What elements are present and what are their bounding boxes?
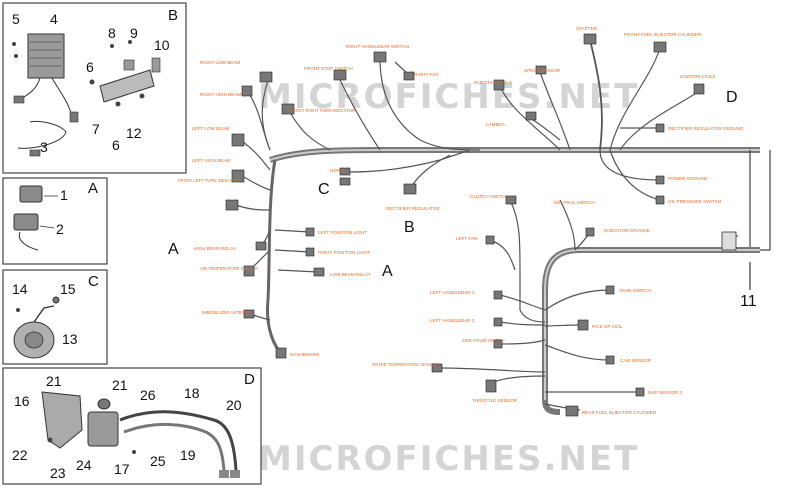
label-pick-up-coil: PICK UP COIL: [592, 324, 623, 329]
label-injector-coils: INJECTOR COILS: [474, 80, 512, 85]
panel-d: D 21 16 21 26 18 20 22 23 24 17 25 19: [2, 367, 262, 485]
main-letter-b: B: [404, 219, 415, 236]
part-26: 26: [140, 387, 156, 403]
panel-c-letter: C: [88, 273, 99, 290]
panel-c: C 14 15 13: [2, 269, 108, 365]
part-4: 4: [50, 11, 58, 27]
connector-labels: RIGHT LOW BEAM RIGHT HIGH BEAM FRONT RIG…: [178, 26, 744, 415]
part-13: 13: [62, 331, 78, 347]
part-8: 8: [108, 25, 116, 41]
part-6b: 6: [112, 137, 120, 153]
watermark-bottom: MICROFICHES.NET: [258, 439, 639, 479]
label-map-sensor-2: MAP SENSOR 2: [648, 390, 683, 395]
label-air-temp-sensor: AIR TEMPERATURE SENSOR: [200, 266, 258, 271]
connectors: [225, 33, 705, 417]
label-right-high-beam: RIGHT HIGH BEAM: [200, 92, 241, 97]
part-14: 14: [12, 281, 28, 297]
part-11-label: 11: [740, 293, 757, 310]
part-21b: 21: [112, 377, 128, 393]
label-right-position-light: RIGHT POSITION LIGHT: [318, 250, 370, 255]
label-right-handlebar-switch: RIGHT HANDLEBAR SWITCH: [346, 44, 409, 49]
part-18: 18: [184, 385, 200, 401]
part-9: 9: [130, 25, 138, 41]
part-10: 10: [154, 37, 170, 53]
label-lambda: LAMBDA: [486, 122, 506, 127]
label-left-handlebar-1: LEFT HANDLEBAR 1: [430, 290, 475, 295]
part-19: 19: [180, 447, 196, 463]
part-2: 2: [56, 221, 64, 237]
label-neutral-switch: NEUTRAL SWITCH: [554, 200, 595, 205]
watermark-top: MICROFICHES.NET: [258, 77, 639, 117]
label-water-temp: WATER TEMPERATURE SENSOR: [372, 362, 438, 367]
label-power-ground: POWER GROUND: [668, 176, 708, 181]
label-immobilizer: IMMOBILIZER ANTENNA: [202, 310, 250, 315]
regulator-part: [27, 33, 65, 79]
label-dashboard: DASHBOARD: [290, 352, 320, 357]
label-front-left-turn: FRONT LEFT TURN INDICATOR: [178, 178, 240, 183]
panel-b-letter: B: [168, 7, 178, 24]
panel-a-letter: A: [88, 180, 98, 197]
label-left-fan: LEFT FAN: [456, 236, 477, 241]
label-throttle-sensor: THROTTLE SENSOR: [472, 398, 518, 403]
part-21a: 21: [46, 373, 62, 389]
label-main-switch: MAIN SWITCH: [620, 288, 651, 293]
part-1: 1: [60, 187, 68, 203]
panel-b: B 5 4 8 9 10 6 7 6 12 3: [2, 2, 187, 174]
label-horn: HORN: [330, 168, 344, 173]
label-ignition-coils: IGNITION COILS: [680, 74, 715, 79]
label-oil-pressure: OIL PRESSURE SWITCH: [668, 199, 721, 204]
part-3: 3: [40, 139, 48, 155]
main-letter-a2: A: [382, 263, 393, 280]
label-cam-sensor: CAM SENSOR: [620, 358, 652, 363]
label-left-low-beam: LEFT LOW BEAM: [192, 126, 229, 131]
label-injection-ground: INJECTION GROUND: [604, 228, 651, 233]
part-7: 7: [92, 121, 100, 137]
part-24: 24: [76, 457, 92, 473]
part-5: 5: [12, 11, 20, 27]
part-23: 23: [50, 465, 66, 481]
label-left-high-beam: LEFT HIGH BEAM: [192, 158, 230, 163]
label-left-position-light: LEFT POSITION LIGHT: [318, 230, 367, 235]
main-letter-d: D: [726, 89, 738, 106]
part-25: 25: [150, 453, 166, 469]
panel-d-letter: D: [244, 371, 255, 388]
label-front-right-turn: FRONT RIGHT TURN INDICATOR: [290, 108, 355, 113]
label-starter: STARTER: [576, 26, 598, 31]
part-17: 17: [114, 461, 130, 477]
part-16: 16: [14, 393, 30, 409]
label-speed-sensor: SPEED SENSOR: [524, 68, 561, 73]
label-front-stop-switch: FRONT STOP SWITCH: [304, 66, 353, 71]
label-right-fan: RIGHT FAN: [414, 72, 438, 77]
panel-a: A 1 2: [2, 177, 108, 265]
label-front-fuel-injector: FRONT FUEL INJECTOR CYLINDER: [624, 32, 702, 37]
label-clutch-switch: CLUTCH SWITCH: [470, 194, 508, 199]
part-12: 12: [126, 125, 142, 141]
label-right-low-beam: RIGHT LOW BEAM: [200, 60, 240, 65]
main-letter-a1: A: [168, 241, 179, 258]
main-harness: [235, 39, 771, 415]
label-left-handlebar-2: LEFT HANDLEBAR 2: [430, 318, 475, 323]
part-20: 20: [226, 397, 242, 413]
label-low-beam-relay: LOW BEAM RELAY: [330, 272, 371, 277]
part-6a: 6: [86, 59, 94, 75]
label-side-stand: SIDE STAND SWITCH: [462, 338, 505, 343]
main-letter-c: C: [318, 181, 330, 198]
label-rectifier-regulator: RECTIFIER REGULATOR: [386, 206, 440, 211]
label-rectifier-ground: RECTIFIER REGULATOR GROUND: [668, 126, 744, 131]
label-rear-fuel-injector: REAR FUEL INJECTOR CYLINDER: [582, 410, 657, 415]
label-high-beam-relay: HIGH BEAM RELAY: [194, 246, 236, 251]
part-15: 15: [60, 281, 76, 297]
part-22: 22: [12, 447, 28, 463]
